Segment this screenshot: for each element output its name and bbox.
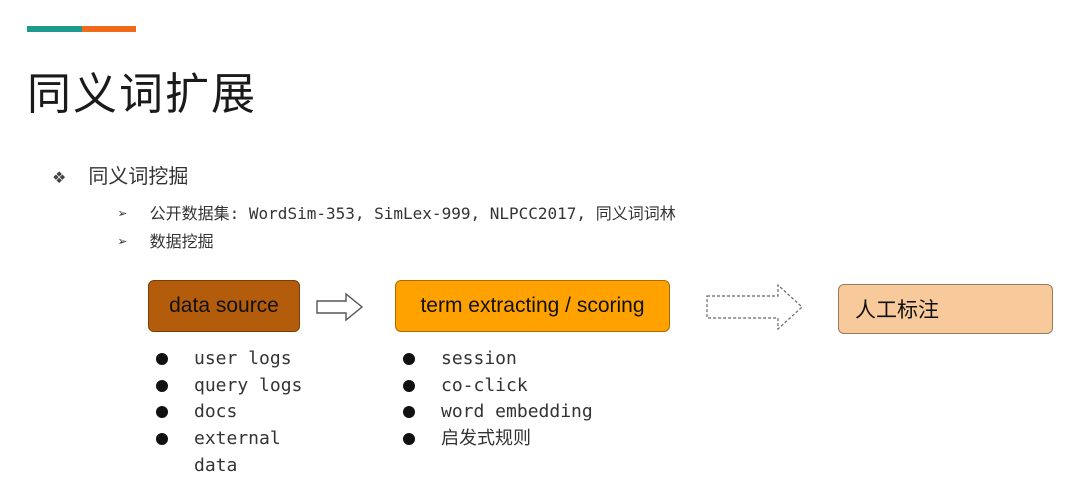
list-item: word embedding — [397, 399, 657, 426]
source-list: user logs query logs docs external data — [150, 346, 370, 479]
accent-bar-orange — [82, 26, 136, 32]
term-method-list: session co-click word embedding 启发式规则 — [397, 346, 657, 453]
list-item: query logs — [150, 373, 370, 400]
accent-bar-teal — [27, 26, 82, 32]
list-item-text: word embedding — [441, 401, 593, 423]
list-item-text: query logs — [194, 374, 303, 396]
list-item-continuation: data — [194, 454, 238, 476]
list-item: external — [150, 426, 370, 453]
sub-bullet-data-mining: ➢ 数据挖掘 — [118, 228, 214, 252]
sub-bullet-public-datasets: ➢ 公开数据集: WordSim-353, SimLex-999, NLPCC20… — [118, 200, 676, 224]
manual-annotation-box: 人工标注 — [838, 284, 1053, 334]
bullet-text: 同义词挖掘 — [88, 164, 189, 188]
right-arrow-icon — [316, 292, 364, 322]
bullet-dot-icon — [156, 353, 168, 365]
list-item: session — [397, 346, 657, 373]
data-source-box: data source — [148, 280, 300, 332]
list-item: 启发式规则 — [397, 426, 657, 453]
manual-annotation-label: 人工标注 — [855, 299, 939, 322]
term-extracting-label: term extracting / scoring — [420, 294, 645, 317]
bullet-dot-icon — [156, 433, 168, 446]
list-item-text: 启发式规则 — [441, 428, 531, 450]
list-item: docs — [150, 399, 370, 426]
term-extracting-box: term extracting / scoring — [395, 280, 670, 332]
sub-bullet-text: 公开数据集: WordSim-353, SimLex-999, NLPCC201… — [149, 204, 676, 223]
list-item-text: docs — [194, 401, 238, 423]
diamond-bullet-icon: ❖ — [52, 168, 67, 187]
list-item-text: session — [441, 348, 517, 369]
dashed-right-arrow-icon — [706, 284, 803, 330]
list-item: co-click — [397, 373, 657, 400]
slide-title: 同义词扩展 — [27, 69, 257, 120]
data-source-label: data source — [169, 294, 279, 317]
list-item-text: user logs — [194, 348, 292, 369]
bullet-dot-icon — [403, 433, 415, 446]
bullet-synonym-mining: ❖ 同义词挖掘 — [52, 160, 188, 189]
bullet-dot-icon — [403, 379, 415, 392]
list-item: user logs — [150, 346, 370, 373]
list-item-text: external — [194, 428, 281, 450]
bullet-dot-icon — [403, 353, 415, 365]
bullet-dot-icon — [156, 379, 168, 392]
arrowhead-bullet-icon: ➢ — [118, 232, 128, 251]
bullet-dot-icon — [156, 406, 168, 419]
list-item-text: co-click — [441, 374, 528, 396]
bullet-dot-icon — [403, 406, 415, 419]
arrowhead-bullet-icon: ➢ — [118, 204, 128, 223]
sub-bullet-text: 数据挖掘 — [149, 232, 214, 251]
